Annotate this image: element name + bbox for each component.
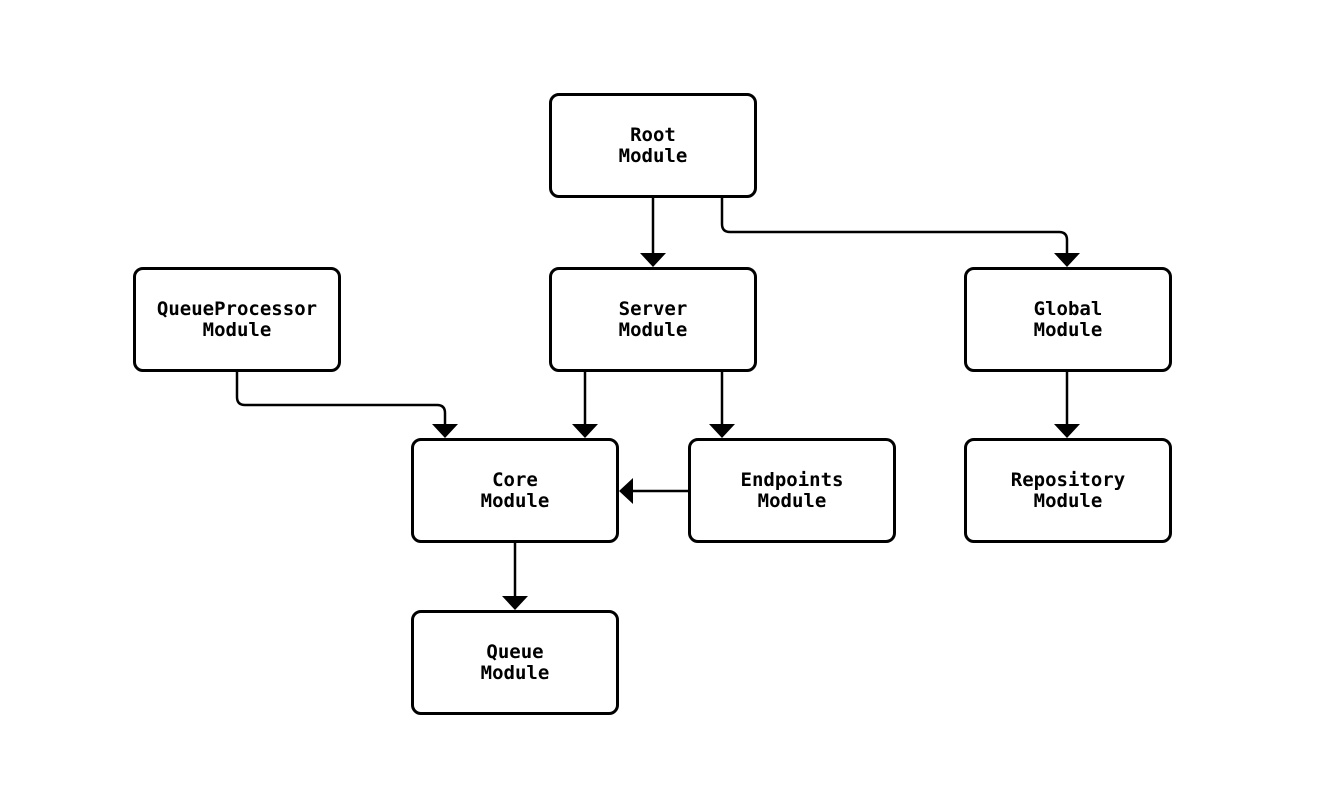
node-label-line: Module [202, 318, 272, 341]
node-label-line: Module [480, 661, 550, 684]
node-repository-module: Repository Module [964, 438, 1172, 543]
node-label-line: Module [480, 489, 550, 512]
node-label-line: Module [1033, 489, 1103, 512]
node-label-line: Queue [486, 640, 544, 663]
node-label-line: Module [618, 318, 688, 341]
node-label-line: Repository [1010, 468, 1126, 491]
node-core-module: Core Module [411, 438, 619, 543]
edge-root-to-global [720, 198, 1080, 267]
node-queue-module: Queue Module [411, 610, 619, 715]
node-label-line: Endpoints [740, 468, 844, 491]
node-label-line: Server [618, 297, 688, 320]
edge-queueprocessor-to-core [235, 372, 458, 438]
node-endpoints-module: Endpoints Module [688, 438, 896, 543]
node-server-module: Server Module [549, 267, 757, 372]
node-label-line: Root [630, 123, 676, 146]
node-label-line: QueueProcessor [156, 297, 318, 320]
node-label-line: Module [757, 489, 827, 512]
node-label-line: Module [618, 144, 688, 167]
node-label-line: Core [492, 468, 538, 491]
node-label-line: Global [1033, 297, 1103, 320]
node-queueprocessor-module: QueueProcessor Module [133, 267, 341, 372]
node-label-line: Module [1033, 318, 1103, 341]
node-global-module: Global Module [964, 267, 1172, 372]
node-root-module: Root Module [549, 93, 757, 198]
